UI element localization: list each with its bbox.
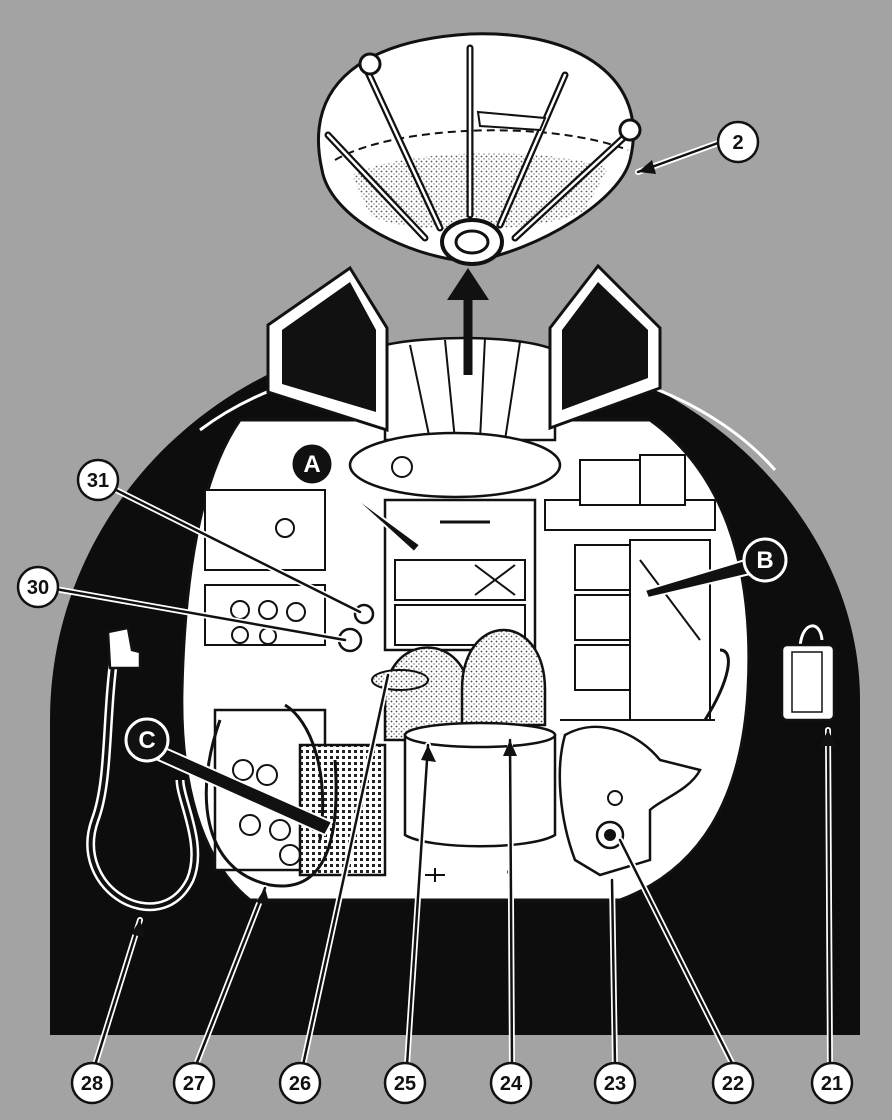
callout-22: 22 xyxy=(711,1061,755,1105)
left-hatch-flap xyxy=(266,265,389,433)
letter-pointers xyxy=(156,475,752,837)
callout-23: 23 xyxy=(593,1061,637,1105)
oxygen-hose xyxy=(86,626,200,912)
callout-23-label: 23 xyxy=(604,1073,626,1095)
callout-21-label: 21 xyxy=(821,1073,843,1095)
callout-28: 28 xyxy=(70,1061,114,1105)
callout-24-label: 24 xyxy=(500,1073,523,1095)
callout-21: 21 xyxy=(810,1061,854,1105)
callout-28-label: 28 xyxy=(81,1073,103,1095)
callout-31: 31 xyxy=(76,458,120,502)
right-hatch-flap xyxy=(548,263,662,431)
callout-25-label: 25 xyxy=(394,1073,416,1095)
callout-30: 30 xyxy=(16,565,60,609)
callout-25: 25 xyxy=(383,1061,427,1105)
callout-31-label: 31 xyxy=(87,470,109,492)
letter-c-label: C xyxy=(138,727,155,754)
callout-27-label: 27 xyxy=(183,1073,205,1095)
letter-a-label: A xyxy=(303,451,320,478)
control-device xyxy=(780,624,836,722)
letter-badge-a: A xyxy=(289,441,335,487)
leader-lines xyxy=(41,140,836,1068)
callout-24: 24 xyxy=(489,1061,533,1105)
callout-22-label: 22 xyxy=(722,1073,744,1095)
callout-26: 26 xyxy=(278,1061,322,1105)
letter-badge-b: B xyxy=(742,537,788,583)
parachute-cover xyxy=(317,32,642,266)
callout-2: 2 xyxy=(716,120,760,164)
callout-26-label: 26 xyxy=(289,1073,311,1095)
callout-2-label: 2 xyxy=(732,132,743,154)
up-arrow xyxy=(447,268,489,375)
capsule-interior xyxy=(180,336,751,902)
letter-badge-c: C xyxy=(124,717,170,763)
callout-27: 27 xyxy=(172,1061,216,1105)
letter-b-label: B xyxy=(756,547,773,574)
callout-30-label: 30 xyxy=(27,577,49,599)
